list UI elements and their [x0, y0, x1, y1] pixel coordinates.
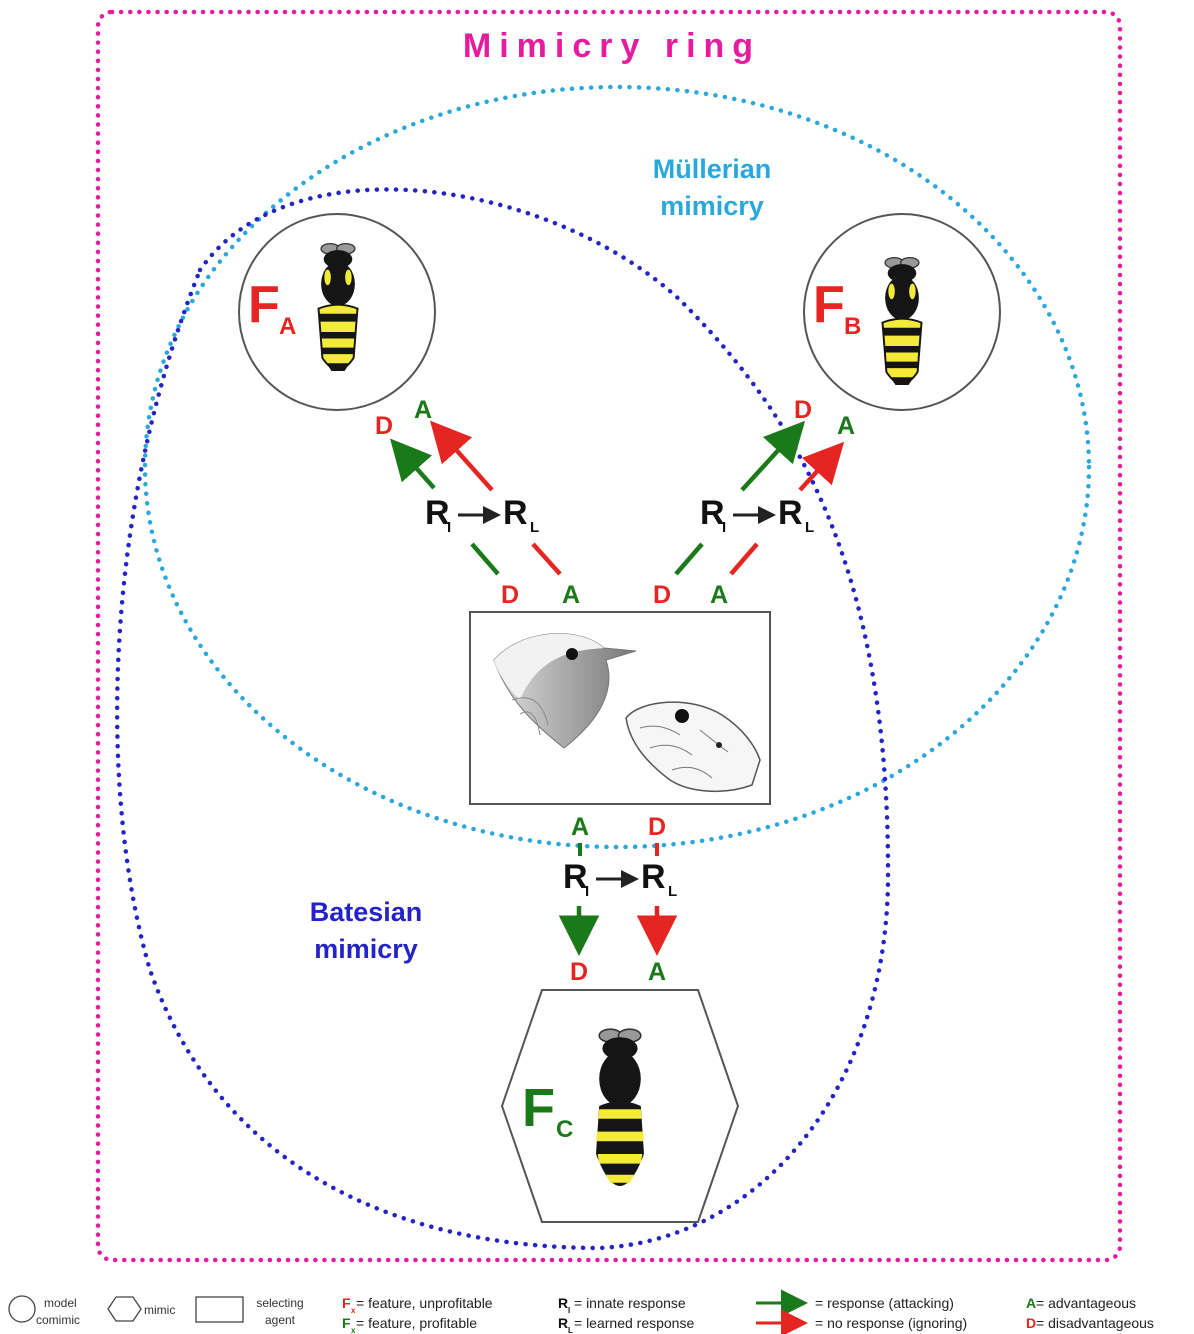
response-pair-bottom: A D R I R L D A: [558, 813, 678, 986]
fb-letter: F: [813, 276, 845, 334]
outcome-d: D: [501, 581, 519, 609]
red-line-left-lower: [531, 542, 562, 576]
ri-subscript: I: [722, 519, 726, 536]
outcome-a: A: [562, 581, 580, 609]
legend-rectangle-icon: [195, 1296, 244, 1323]
ri-letter: R: [700, 494, 725, 532]
mullerian-ellipse: [142, 84, 1092, 850]
green-arrow-right: [740, 420, 806, 492]
red-line-right-lower: [729, 542, 759, 576]
legend-fx-letter: F: [342, 1295, 351, 1311]
wasp-icon: [596, 1028, 644, 1186]
outcome-d: D: [648, 813, 666, 841]
fc-subscript: C: [556, 1116, 573, 1143]
legend-model-line1: model: [44, 1296, 77, 1310]
legend-fy-sub: x: [351, 1326, 356, 1334]
legend-adv-letter: A: [1026, 1295, 1036, 1311]
outcome-d: D: [375, 412, 393, 440]
legend-mimic: mimic: [144, 1303, 175, 1317]
legend-adv-text: = advantageous: [1036, 1295, 1136, 1311]
legend-hexagon-icon: [107, 1296, 142, 1322]
green-line-right-lower: [674, 542, 704, 576]
ri-letter: R: [563, 858, 588, 896]
mimicry-ring-border: [95, 9, 1123, 1263]
batesian-label-line1: Batesian: [310, 897, 423, 927]
legend-fy-letter: F: [342, 1315, 351, 1331]
fa-subscript: A: [279, 313, 296, 340]
legend-fy-text: = feature, profitable: [356, 1315, 477, 1331]
green-line-left-lower: [470, 542, 500, 576]
node-fb: F B: [803, 213, 1001, 411]
batesian-region: [114, 187, 891, 1251]
bird-head-icon: [493, 633, 637, 749]
legend-fx-sub: x: [351, 1306, 356, 1315]
outcome-a: A: [648, 958, 666, 986]
legend-fx-text: = feature, unprofitable: [356, 1295, 493, 1311]
fc-letter: F: [522, 1078, 555, 1138]
rl-letter: R: [641, 858, 666, 896]
mullerian-label-line1: Müllerian: [653, 154, 772, 184]
legend-rl-sub: L: [568, 1326, 573, 1334]
outcome-d: D: [653, 581, 671, 609]
outcome-a: A: [414, 396, 432, 424]
ri-subscript: I: [585, 883, 589, 900]
legend-red-arrow-text: = no response (ignoring): [815, 1315, 967, 1331]
lizard-head-icon: [625, 701, 761, 793]
red-arrow-left: [430, 420, 494, 492]
mullerian-label-line2: mimicry: [660, 191, 764, 221]
outcome-d: D: [570, 958, 588, 986]
legend-agent-line2: agent: [265, 1313, 296, 1327]
green-arrow-left: [390, 438, 436, 490]
outcome-a: A: [710, 581, 728, 609]
legend-rl-letter: R: [558, 1315, 568, 1331]
ri-subscript: I: [447, 519, 451, 536]
legend-rl-text: = learned response: [574, 1315, 694, 1331]
node-fc: F C: [500, 989, 740, 1223]
legend-dis-letter: D: [1026, 1315, 1036, 1331]
rl-subscript: L: [530, 519, 539, 536]
response-pair-left: R I R L D A D A: [375, 396, 580, 609]
batesian-label-line2: mimicry: [314, 934, 418, 964]
selecting-agent-box: [469, 611, 771, 805]
legend-green-arrow-text: = response (attacking): [815, 1295, 954, 1311]
outcome-a: A: [837, 412, 855, 440]
rl-subscript: L: [668, 883, 677, 900]
node-fa: F A: [238, 213, 436, 411]
legend-ri-sub: I: [568, 1306, 570, 1315]
rl-letter: R: [503, 494, 528, 532]
fa-letter: F: [248, 276, 280, 334]
rl-subscript: L: [805, 519, 814, 536]
legend-ri-text: = innate response: [574, 1295, 686, 1311]
legend-ri-letter: R: [558, 1295, 568, 1311]
rl-letter: R: [778, 494, 803, 532]
red-arrow-right: [798, 441, 845, 492]
legend-agent-line1: selecting: [256, 1296, 303, 1310]
outcome-d: D: [794, 396, 812, 424]
outcome-a: A: [571, 813, 589, 841]
legend: model comimic mimic selecting agent F x …: [8, 1289, 1154, 1334]
diagram-title: Mimicry ring: [463, 27, 761, 65]
legend-dis-text: = disadvantageous: [1036, 1315, 1154, 1331]
fb-subscript: B: [844, 313, 861, 340]
ri-letter: R: [425, 494, 450, 532]
legend-model-line2: comimic: [36, 1313, 80, 1327]
response-pair-right: R I R L D A D A: [653, 396, 855, 609]
legend-circle-icon: [8, 1295, 36, 1323]
